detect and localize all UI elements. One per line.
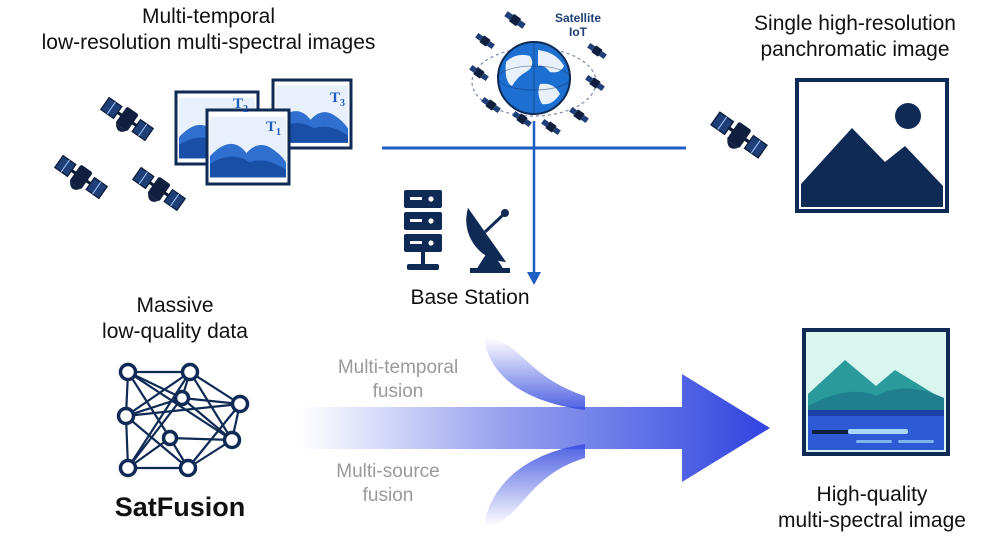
- mountain-image-icon: [801, 128, 943, 207]
- satellite-icon: [503, 10, 527, 30]
- frame-tag-t2: T2: [233, 96, 248, 115]
- frame-tag-t3: T3: [330, 90, 345, 109]
- multi-temporal-images: T2 T3 T1: [174, 78, 353, 186]
- satellite-icon: [98, 94, 156, 147]
- server-icon: [404, 190, 442, 270]
- satellite-icon: [540, 117, 562, 137]
- satellite-icon: [586, 41, 608, 61]
- iot-label-line2: IoT: [569, 25, 588, 39]
- network-icon: [116, 362, 250, 478]
- satellite-icon: [708, 108, 770, 165]
- satellite-dish-icon: [466, 208, 510, 273]
- satellite-icon: [52, 152, 110, 205]
- output-image-title: High-quality multi-spectral image: [778, 483, 966, 532]
- panchromatic-image: [795, 78, 949, 213]
- connector-lines: [382, 121, 686, 285]
- frame-tag-t1: T1: [266, 119, 281, 138]
- massive-data-label: Massive low-quality data: [102, 294, 248, 343]
- output-image-icon: [802, 328, 950, 456]
- multi-source-fusion-label: Multi-source fusion: [336, 461, 440, 506]
- multi-temporal-fusion-label: Multi-temporal fusion: [337, 357, 459, 402]
- satellite-icon: [468, 63, 490, 83]
- satellite-icon: [568, 105, 590, 125]
- iot-label-line1: Satellite: [555, 11, 601, 25]
- fusion-arrow: [300, 338, 770, 526]
- base-station-label: Base Station: [410, 286, 530, 309]
- satellite-icon: [474, 31, 496, 51]
- sun-icon: [895, 103, 921, 129]
- hr-image-title: Single high-resolution panchromatic imag…: [754, 12, 956, 61]
- satellite-icon: [130, 164, 188, 217]
- brand-label: SatFusion: [114, 492, 246, 522]
- lr-images-title: Multi-temporal low-resolution multi-spec…: [41, 5, 376, 54]
- satellite-icon: [480, 95, 502, 115]
